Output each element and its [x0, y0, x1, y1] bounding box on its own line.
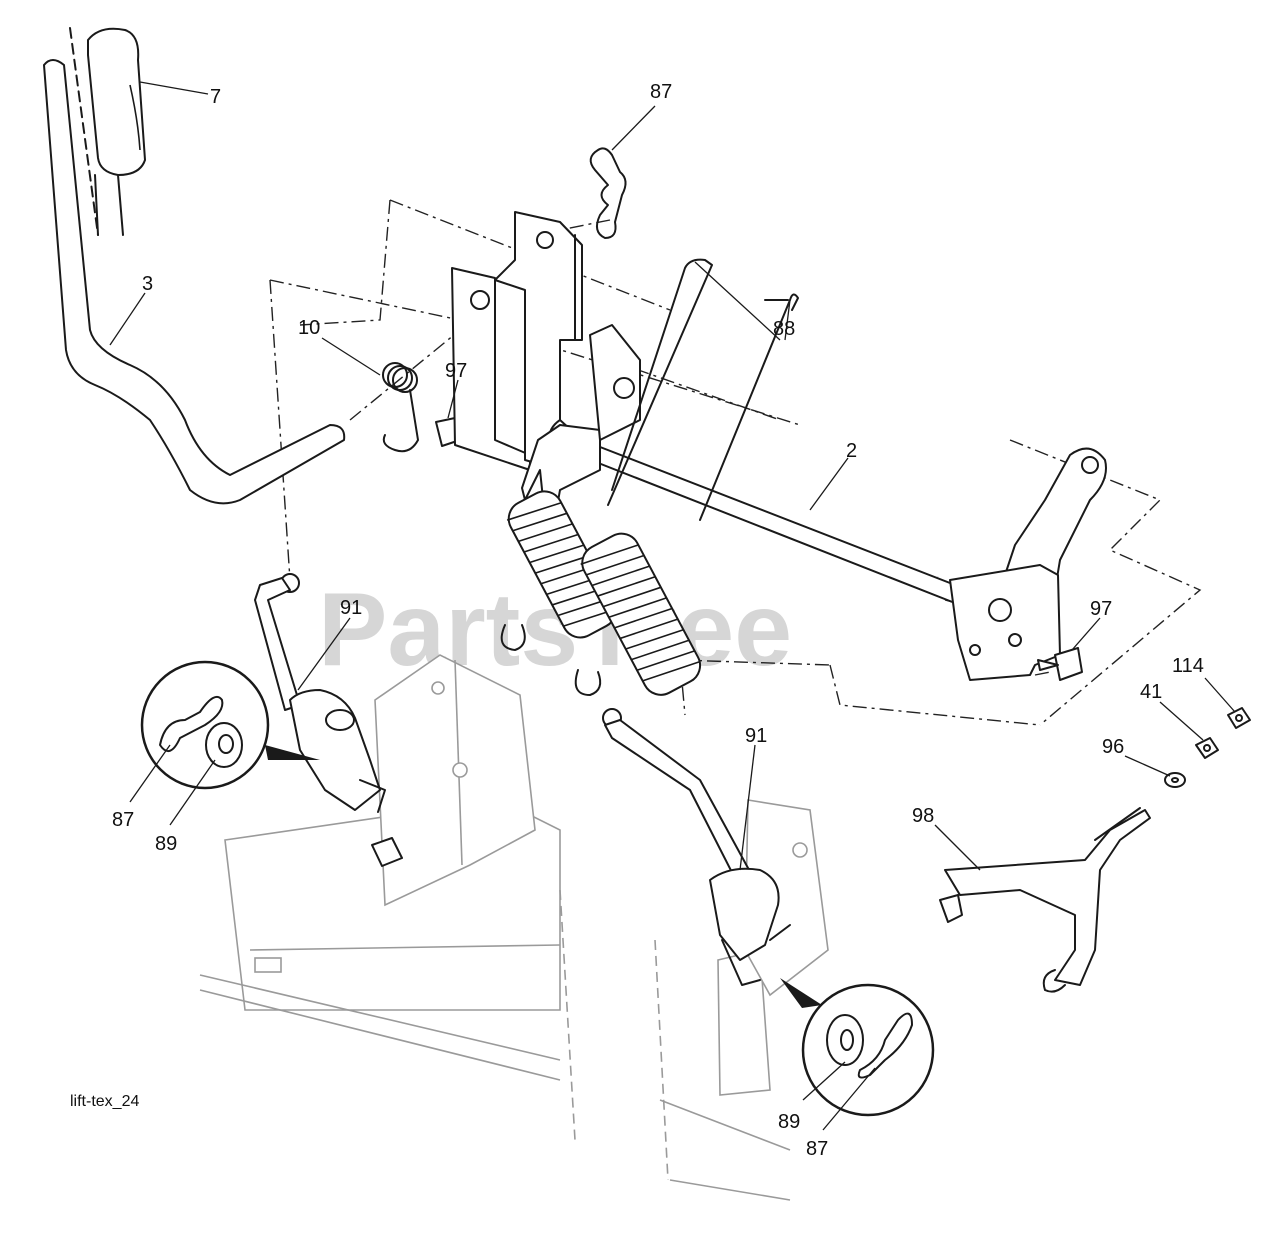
detail-view-left: [140, 660, 320, 790]
lift-link-left: [254, 573, 403, 867]
lift-lever: [43, 59, 346, 505]
callout-87-hairpin-clip: 87: [650, 81, 672, 103]
mounting-bracket: [451, 211, 583, 471]
hardware-stack: [1164, 707, 1251, 788]
callout-89-washer-left: 89: [155, 833, 177, 855]
callout-91-link-right: 91: [745, 725, 767, 747]
gauge-bracket: [939, 807, 1151, 993]
callout-7-handle-grip: 7: [210, 86, 221, 108]
callout-10-torsion-spring: 10: [298, 317, 320, 339]
callout-3-lift-lever: 3: [142, 273, 153, 295]
diagram-caption: lift-tex_24: [70, 1093, 139, 1110]
lift-shaft: [521, 324, 1107, 681]
handle-grip: [69, 27, 146, 236]
callout-96-washer: 96: [1102, 736, 1124, 758]
callout-97-bolt-left: 97: [445, 360, 467, 382]
lift-link-right: [602, 708, 791, 986]
bolt-right: [1037, 647, 1083, 681]
leader-lines: [109, 81, 1236, 1131]
lift-springs: [500, 258, 799, 696]
frame-bracket-right: [744, 799, 829, 997]
detail-view-right: [780, 978, 935, 1117]
callout-41-lock-nut: 41: [1140, 681, 1162, 703]
callout-2-lift-shaft: 2: [846, 440, 857, 462]
callout-87-clip-right: 87: [806, 1138, 828, 1160]
torsion-spring: [382, 362, 419, 453]
callout-89-washer-right: 89: [778, 1111, 800, 1133]
callout-98-gauge-bracket: 98: [912, 805, 934, 827]
callout-97-bolt-right: 97: [1090, 598, 1112, 620]
frame-bracket-left: [374, 654, 536, 907]
callout-87-clip-left: 87: [112, 809, 134, 831]
callout-91-link-left: 91: [340, 597, 362, 619]
hairpin-clip-top: [589, 147, 627, 239]
callout-88-lift-springs: 88: [773, 318, 795, 340]
deck-frame-right: [654, 939, 791, 1201]
callout-114-nut: 114: [1172, 655, 1204, 677]
